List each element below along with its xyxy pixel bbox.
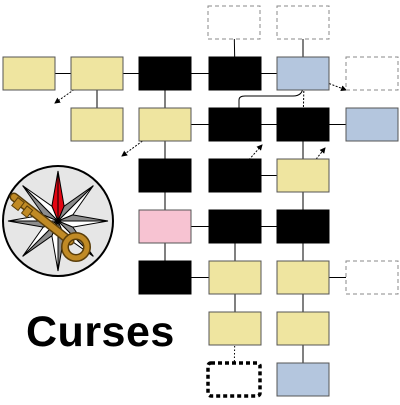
- node-dashed-n6: [207, 5, 261, 40]
- logo-star: [7, 170, 109, 272]
- node-dashed-n7: [276, 5, 330, 40]
- node-black-n15: [208, 158, 262, 193]
- node-blue-n5: [276, 56, 330, 91]
- key-icon: [9, 192, 91, 262]
- node-yellow-n10: [138, 107, 192, 142]
- node-black-n19: [276, 209, 330, 244]
- node-black-n18: [208, 209, 262, 244]
- node-blue-n27: [276, 362, 330, 397]
- node-yellow-n21: [208, 260, 262, 295]
- node-black-n3: [138, 56, 192, 91]
- node-yellow-n22: [276, 260, 330, 295]
- node-yellow-n1: [2, 56, 56, 91]
- page-title: Curses: [26, 308, 175, 356]
- node-black-n11: [208, 107, 262, 142]
- node-black-n14: [138, 158, 192, 193]
- node-yellow-n2: [70, 56, 124, 91]
- key-part: [62, 233, 90, 261]
- node-dashed-n8: [345, 56, 399, 91]
- node-yellow-n25: [276, 311, 330, 346]
- key-part: [20, 205, 34, 219]
- compass-star-key-icon: [2, 165, 114, 277]
- node-yellow-n24: [208, 311, 262, 346]
- node-black-n20: [138, 260, 192, 295]
- node-yellow-n16: [276, 158, 330, 193]
- node-dashed-n23: [345, 260, 399, 295]
- node-blue-n13: [345, 107, 399, 142]
- node-layer: [2, 5, 399, 398]
- node-yellow-n9: [70, 107, 124, 142]
- node-pink-n17: [138, 209, 192, 244]
- key-part: [11, 196, 25, 212]
- star-point-right: [22, 185, 59, 222]
- node-black-n12: [276, 107, 330, 142]
- node-black-n4: [208, 56, 262, 91]
- node-bold-dotted-n26: [206, 361, 262, 398]
